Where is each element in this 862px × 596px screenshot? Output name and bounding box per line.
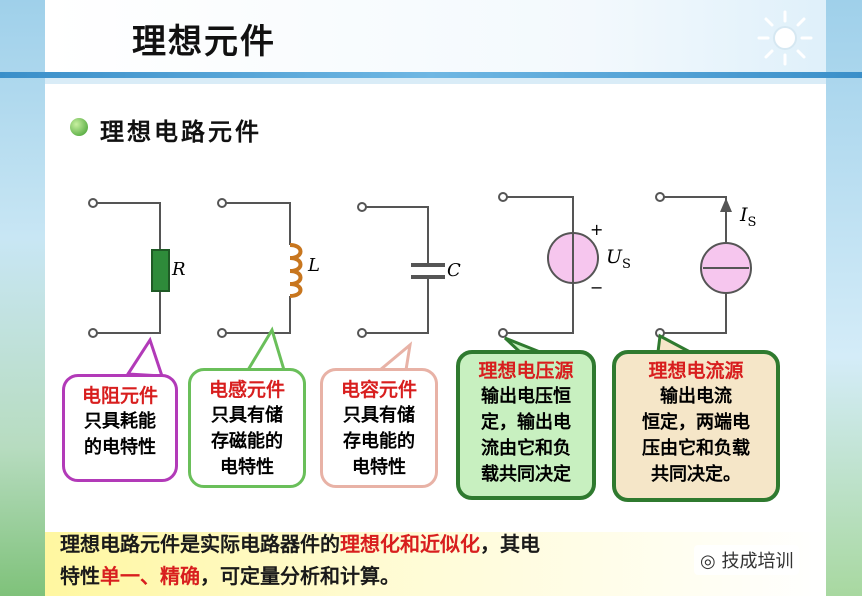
- inductor-label: L: [308, 255, 320, 276]
- callout-resistor-title: 电阻元件: [81, 385, 158, 407]
- callout-capacitor-line: 电特性: [352, 457, 406, 478]
- slide-title: 理想元件: [132, 22, 276, 62]
- sun-icon: [757, 10, 813, 66]
- resistor-terminal-top: [88, 198, 98, 208]
- watermark: ◎ 技成培训: [694, 545, 800, 575]
- slide-content-area: [45, 84, 826, 596]
- callout-pointer-capacitor: [375, 341, 413, 372]
- callout-capacitor-title: 电容元件: [340, 379, 417, 401]
- callout-inductor: 电感元件 只具有储 存磁能的 电特性: [188, 368, 306, 488]
- slide-subtitle: 理想电路元件: [100, 118, 262, 146]
- callout-inductor-line: 电特性: [220, 457, 274, 478]
- footer-line-1-highlight: 理想化和近似化: [340, 532, 480, 556]
- wechat-icon: ◎: [700, 551, 716, 572]
- current-source-label: IS: [740, 204, 756, 230]
- voltage-subscript: S: [622, 256, 631, 272]
- callout-pointer-inductor: [245, 326, 287, 372]
- callout-current-source: 理想电流源 输出电流 恒定，两端电 压由它和负载 共同决定。: [612, 350, 780, 502]
- capacitor-terminal-bottom: [357, 328, 367, 338]
- voltage-source-terminal-top: [498, 192, 508, 202]
- right-decor-stripe: [826, 0, 862, 596]
- callout-resistor-line: 只具耗能: [84, 411, 156, 432]
- callout-voltage-line: 载共同决定: [481, 464, 571, 485]
- header-divider: [0, 72, 862, 78]
- callout-voltage-line: 定，输出电: [481, 412, 571, 433]
- voltage-source-label: US: [606, 246, 631, 272]
- footer-line-1-end: ，其电: [480, 532, 540, 556]
- callout-voltage-line: 输出电压恒: [481, 386, 571, 407]
- inductor-terminal-top: [217, 198, 227, 208]
- callout-voltage-title: 理想电压源: [478, 360, 574, 382]
- callout-capacitor-line: 存电能的: [343, 431, 415, 452]
- callout-capacitor-line: 只具有储: [343, 405, 415, 426]
- inductor-terminal-bottom: [217, 328, 227, 338]
- callout-current-line: 压由它和负载: [642, 438, 750, 459]
- callout-current-line: 输出电流: [660, 386, 732, 407]
- current-subscript: S: [747, 214, 757, 230]
- watermark-text: 技成培训: [721, 551, 794, 572]
- resistor-terminal-bottom: [88, 328, 98, 338]
- resistor-wire: [93, 202, 161, 334]
- capacitor-label: C: [447, 260, 461, 281]
- voltage-minus-label: −: [590, 278, 604, 297]
- voltage-plus-label: +: [590, 220, 604, 239]
- callout-pointer-resistor: [125, 336, 165, 378]
- footer-line-1-text: 理想电路元件是实际电路器件的: [60, 532, 340, 556]
- callout-current-title: 理想电流源: [648, 360, 744, 382]
- footer-line-2-end: ，可定量分析和计算。: [200, 564, 400, 588]
- callout-inductor-title: 电感元件: [208, 379, 285, 401]
- callout-resistor-line: 的电特性: [84, 437, 156, 458]
- current-symbol: I: [740, 204, 748, 226]
- inductor-wire: [222, 202, 291, 334]
- footer-text: 理想电路元件是实际电路器件的理想化和近似化，其电 特性单一、精确，可定量分析和计…: [60, 528, 820, 592]
- callout-resistor: 电阻元件 只具耗能 的电特性: [62, 374, 178, 482]
- footer-line-2-text: 特性: [60, 564, 100, 588]
- footer-line-1: 理想电路元件是实际电路器件的理想化和近似化，其电: [60, 528, 820, 560]
- voltage-source-terminal-bottom: [498, 328, 508, 338]
- capacitor-plates: [411, 263, 445, 279]
- voltage-symbol: U: [606, 246, 623, 268]
- callout-inductor-line: 只具有储: [211, 405, 283, 426]
- left-decor-stripe: [0, 0, 45, 596]
- voltage-source-wire: [503, 196, 574, 334]
- callout-inductor-line: 存磁能的: [211, 431, 283, 452]
- callout-voltage-source: 理想电压源 输出电压恒 定，输出电 流由它和负 载共同决定: [456, 350, 596, 500]
- inductor-coil: [289, 243, 303, 298]
- resistor-body: [151, 249, 170, 292]
- current-source-terminal-top: [655, 192, 665, 202]
- footer-line-2-highlight: 单一、精确: [100, 564, 200, 588]
- resistor-label: R: [172, 259, 186, 280]
- callout-current-line: 共同决定。: [651, 464, 741, 485]
- capacitor-wire: [362, 206, 429, 334]
- bullet-icon: [70, 118, 88, 136]
- footer-line-2: 特性单一、精确，可定量分析和计算。: [60, 560, 820, 592]
- callout-voltage-line: 流由它和负: [481, 438, 571, 459]
- slide-header: [45, 0, 826, 72]
- callout-current-line: 恒定，两端电: [642, 412, 750, 433]
- current-arrow-icon: [720, 198, 732, 212]
- capacitor-terminal-top: [357, 202, 367, 212]
- callout-capacitor: 电容元件 只具有储 存电能的 电特性: [320, 368, 438, 488]
